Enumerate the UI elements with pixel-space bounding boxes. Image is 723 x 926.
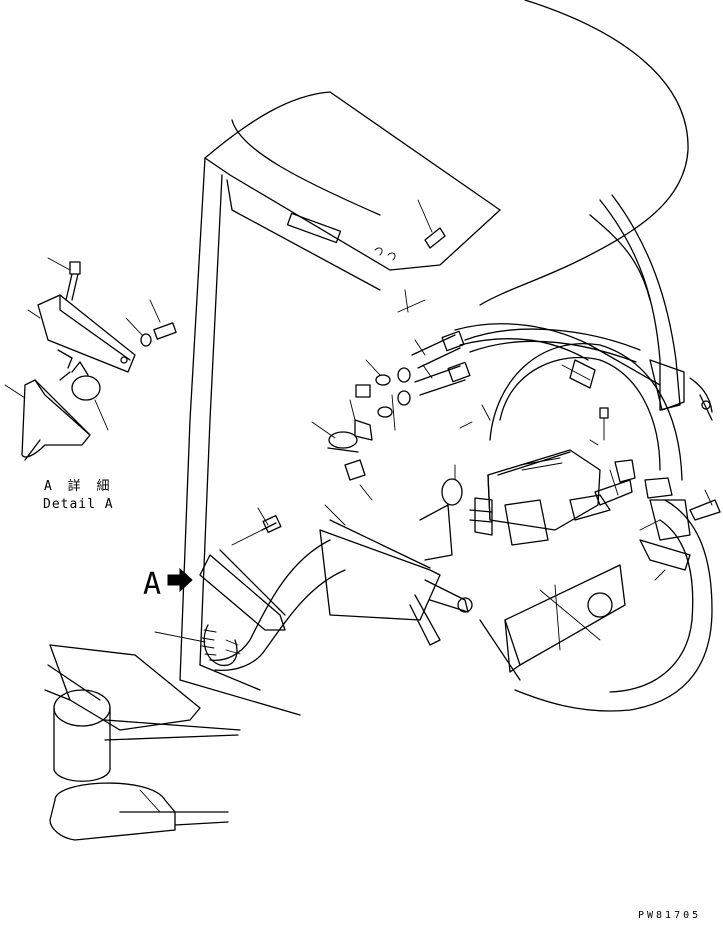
solid-right-arrow-icon [167, 567, 193, 593]
rear-pillar-bracket [649, 359, 713, 421]
fittings-cluster [311, 359, 411, 501]
drawing-code: PW81705 [638, 910, 701, 921]
heater-unit [441, 449, 601, 546]
roof-switch [374, 199, 446, 313]
cab-outline [179, 0, 713, 716]
hose-assembly [411, 328, 641, 429]
corrugated-hose [201, 624, 241, 667]
defroster-bracket-installed [199, 507, 286, 631]
right-side-fittings [561, 359, 721, 581]
detail-a-inset [4, 257, 177, 461]
operator-seat [44, 644, 241, 841]
rear-panel [504, 564, 626, 673]
callout-letter: A [143, 567, 161, 602]
detail-label-en: Detail A [43, 497, 114, 512]
detail-label-jp: A 詳 細 [44, 478, 113, 494]
air-duct [154, 504, 473, 671]
